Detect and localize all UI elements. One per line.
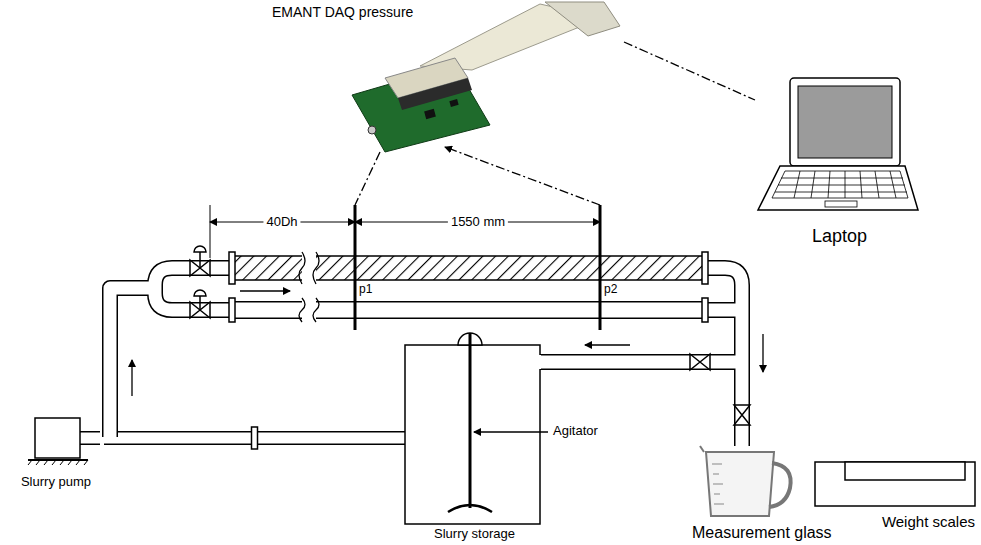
laptop-computer: Laptop — [755, 75, 924, 247]
pipe-break — [299, 252, 319, 284]
valve-symbol — [690, 354, 710, 370]
valve-stem — [199, 252, 201, 268]
pump-stub-pipe — [80, 431, 100, 445]
node-text-group: Weight scales — [815, 513, 979, 530]
dimension-label: 1550 mm — [448, 215, 508, 230]
measurement-glass: Measurement glass — [688, 446, 868, 542]
key-row — [781, 178, 903, 179]
pressure-tap — [354, 205, 357, 330]
valve-actuator — [194, 246, 206, 252]
node-label: Slurry storage — [409, 527, 540, 542]
flow-arrow — [585, 344, 630, 345]
node-label: EMANT DAQ pressure — [272, 4, 620, 20]
touchpad — [825, 201, 857, 207]
node-text-group: Measurement glass — [688, 524, 868, 542]
ground-hatch — [28, 460, 88, 465]
daq-device: EMANT DAQ pressure — [268, 4, 624, 156]
terminal — [368, 126, 376, 134]
keyboard-grid — [772, 171, 908, 198]
laptop-base — [758, 166, 918, 210]
agitator-paddle — [448, 505, 492, 512]
return-pipe — [540, 354, 742, 370]
pipe-break — [302, 300, 316, 320]
riser-pipe — [110, 288, 155, 437]
flange — [229, 298, 235, 322]
tank-inlet — [537, 355, 541, 369]
pipe-connector — [104, 427, 405, 449]
extension-line — [210, 205, 211, 258]
pipe — [705, 302, 742, 318]
slurry-storage-tank: Slurry storage — [405, 345, 544, 542]
valve-actuator — [194, 290, 206, 296]
chip — [424, 109, 436, 119]
flange — [702, 298, 708, 322]
tap-label: p1 — [359, 283, 372, 297]
pipe-inner — [541, 356, 742, 369]
flange — [702, 252, 708, 284]
node-text-group: Slurry pump — [8, 475, 104, 490]
node-label: Weight scales — [819, 513, 975, 530]
laptop-lid — [790, 78, 900, 166]
agitator-shaft — [469, 333, 472, 508]
storage-tank — [405, 345, 540, 524]
key-row — [775, 192, 907, 193]
slurry-pump: Slurry pump — [8, 412, 104, 490]
node-text-group: Laptop — [755, 226, 924, 247]
flange — [229, 252, 235, 284]
signal-line — [355, 152, 380, 205]
flange — [252, 427, 258, 449]
scale-body — [815, 462, 975, 506]
scale-tray — [845, 462, 965, 480]
node-label: Measurement glass — [692, 524, 864, 542]
flow-arrow — [131, 360, 132, 396]
signal-connector — [624, 42, 755, 100]
jug-spout — [700, 446, 704, 452]
pipe-inner — [80, 433, 101, 444]
callout-label: Agitator — [553, 424, 598, 439]
node-label: Laptop — [759, 226, 920, 247]
weight-scales: Weight scales — [815, 460, 979, 530]
pipe-inner — [705, 304, 742, 317]
pipe-inner — [110, 288, 155, 437]
laptop-screen — [798, 86, 892, 158]
measuring-jug — [706, 452, 774, 516]
valve-symbol — [734, 405, 750, 425]
keyboard — [772, 171, 908, 207]
chip — [449, 99, 458, 107]
signal-line — [624, 42, 755, 100]
node-text-group: EMANT DAQ pressure — [268, 4, 624, 20]
key-columns — [794, 171, 896, 198]
signal-line — [445, 147, 600, 205]
pump-body — [35, 418, 80, 458]
node-label: Slurry pump — [12, 475, 100, 490]
pipe-inner — [155, 268, 205, 310]
flow-arrow — [762, 334, 763, 372]
jug-scale — [712, 464, 724, 504]
flow-arrow — [240, 290, 290, 291]
jug-handle — [769, 463, 791, 507]
flanges — [229, 252, 708, 322]
valve-stem — [199, 296, 201, 310]
tap-label: p2 — [604, 283, 617, 297]
manifold-pipe — [155, 268, 205, 310]
dimension-label: 40Dh — [263, 215, 300, 230]
pipe-break — [299, 298, 319, 322]
cable-plug — [545, 2, 620, 36]
db25-connector — [398, 78, 472, 110]
node-text-group: Slurry storage — [405, 527, 544, 542]
pressure-tap — [599, 205, 602, 330]
leader-line — [474, 431, 548, 432]
